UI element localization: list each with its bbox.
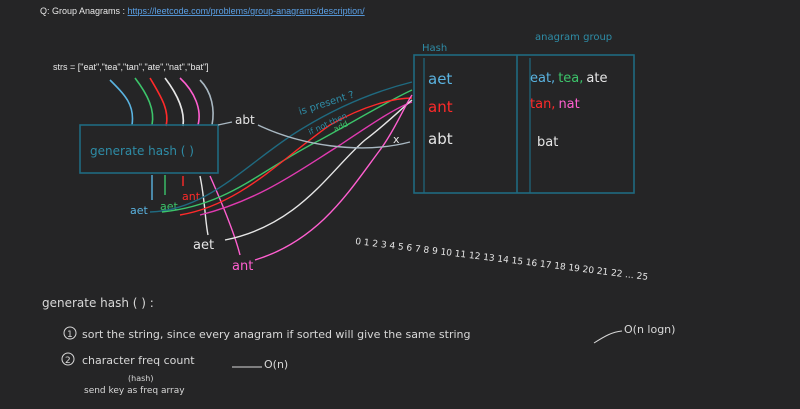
is-present-note: is present ?: [298, 90, 356, 118]
input-arrows: [109, 77, 214, 127]
output-tan: ant: [182, 190, 201, 203]
item2-text: character freq count: [82, 354, 195, 367]
item1-circle: [63, 326, 77, 340]
item1-number: 1: [67, 330, 73, 340]
item1-complexity: O(n logn): [624, 323, 675, 336]
output-nat: ant: [232, 259, 253, 274]
table-key-ant: ant: [428, 98, 453, 116]
hash-table: [413, 54, 635, 194]
hash-function-box: [79, 124, 219, 174]
item2-number: 2: [65, 356, 71, 366]
group-header: anagram group: [535, 32, 612, 43]
explanation-heading: generate hash ( ) :: [42, 296, 154, 310]
item2-subtext: send key as freq array: [84, 386, 185, 396]
item2-complexity: O(n): [264, 358, 288, 371]
table-group-aet: eat,tea,ate: [530, 71, 607, 86]
hash-function-label: generate hash ( ): [90, 144, 194, 158]
output-ate: aet: [193, 238, 214, 253]
question-text: Q: Group Anagrams : https://leetcode.com…: [40, 6, 365, 16]
number-scale: 0 1 2 3 4 5 6 7 8 9 10 11 12 13 14 15 16…: [355, 237, 649, 283]
item1-text: sort the string, since every anagram if …: [82, 328, 471, 341]
problem-link[interactable]: https://leetcode.com/problems/group-anag…: [128, 6, 366, 16]
table-group-ant: tan,nat: [530, 97, 580, 112]
hash-header: Hash: [422, 43, 447, 54]
item2-circle: [61, 352, 75, 366]
lookup-arrows: [149, 81, 413, 261]
output-arrows: [151, 121, 241, 256]
item2-note: (hash): [128, 374, 153, 383]
output-bat: abt: [235, 113, 255, 127]
table-key-aet: aet: [428, 70, 452, 88]
output-eat: aet: [130, 204, 149, 217]
table-key-abt: abt: [428, 130, 453, 148]
input-array: strs = ["eat","tea","tan","ate","nat","b…: [53, 62, 209, 72]
table-group-abt: bat: [537, 135, 558, 150]
item1-arrow: [593, 330, 623, 344]
x-mark: x: [393, 133, 400, 146]
